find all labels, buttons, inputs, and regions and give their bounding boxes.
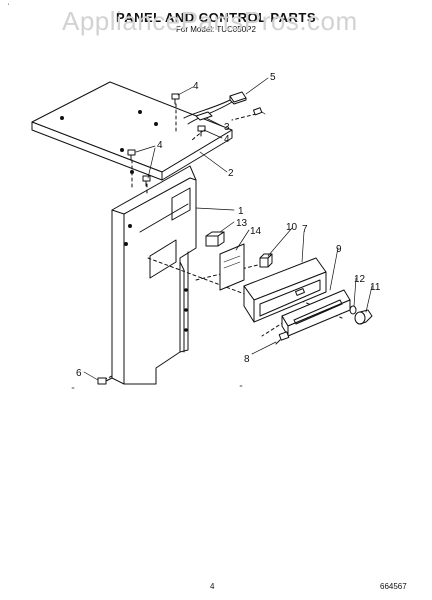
cabinet-bracket — [111, 165, 197, 385]
leader-lines — [83, 77, 373, 381]
control-panel-frame — [243, 257, 327, 323]
callout-14: 14 — [250, 226, 262, 237]
screw-left-a — [127, 149, 136, 161]
screw-left-b — [142, 175, 151, 187]
callout-1: 1 — [238, 206, 244, 217]
screw-mid — [197, 125, 206, 137]
page-number: 4 — [210, 582, 215, 591]
corner-mark: ' — [8, 4, 10, 10]
label-plate — [219, 243, 245, 291]
callout-13: 13 — [236, 218, 248, 229]
panel-screw — [275, 331, 290, 345]
callout-4-mid: 4 — [224, 134, 230, 145]
callout-4-left: 4 — [157, 140, 163, 151]
callout-9: 9 — [336, 244, 342, 255]
watermark-text: AppliancePartsPros.com — [62, 6, 358, 36]
callout-labels: 1 2 3 4 4 4 5 6 7 8 9 10 11 12 13 14 — [76, 72, 381, 379]
screw-right — [252, 107, 263, 116]
top-cover-plate — [31, 81, 233, 181]
callout-7: 7 — [302, 224, 308, 235]
callout-8: 8 — [244, 354, 250, 365]
callout-2: 2 — [228, 168, 234, 179]
wire-clip — [195, 111, 213, 121]
control-switch — [205, 231, 225, 247]
callout-5: 5 — [270, 72, 276, 83]
callout-4-top: 4 — [193, 81, 199, 92]
control-knob — [354, 309, 373, 325]
screw-top — [171, 93, 180, 105]
indicator-lens — [349, 305, 357, 315]
diagram-subtitle: For Model: TUC050P2 — [176, 25, 256, 34]
callout-12: 12 — [354, 274, 366, 285]
callout-10: 10 — [286, 222, 298, 233]
indicator-light — [259, 253, 273, 268]
face-panel — [281, 289, 351, 337]
diagram-title: PANEL AND CONTROL PARTS — [115, 10, 316, 25]
registration-marks — [71, 385, 243, 389]
diagram-code: 664567 — [380, 582, 407, 591]
bottom-screw — [97, 377, 113, 385]
callout-6: 6 — [76, 368, 82, 379]
callout-11: 11 — [370, 282, 381, 293]
callout-3: 3 — [224, 122, 230, 133]
